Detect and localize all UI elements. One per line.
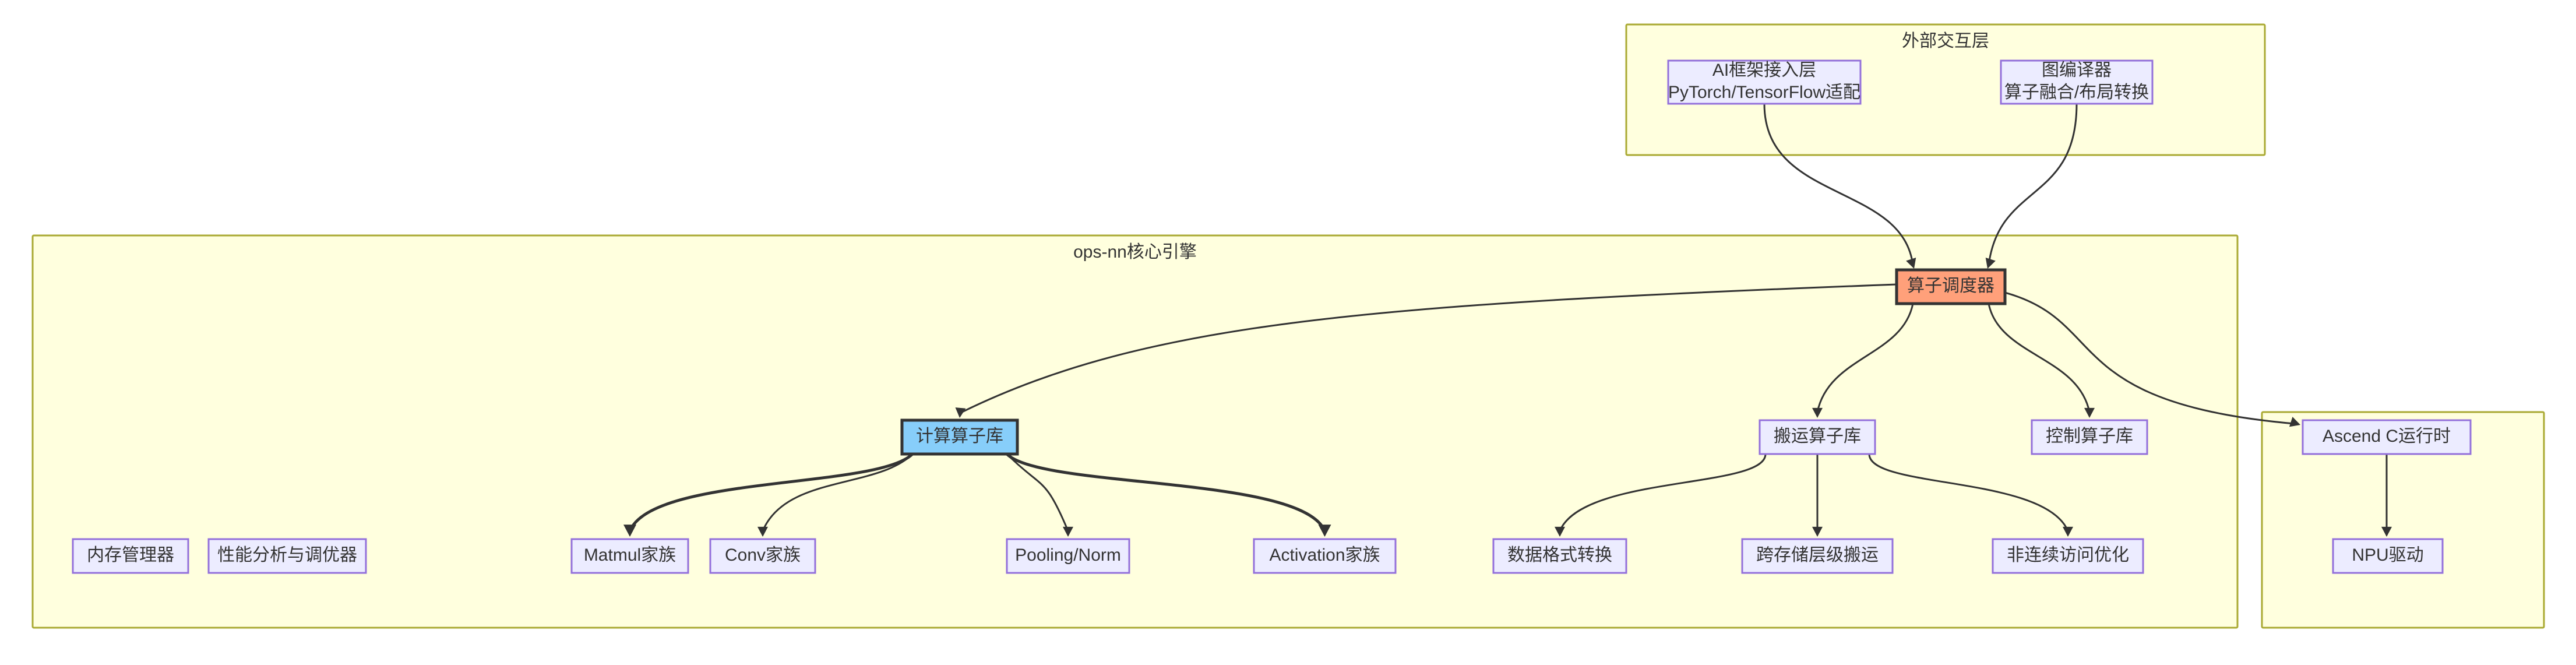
node-box-mem_mgr[interactable] (72, 538, 189, 574)
node-noncontig[interactable]: 非连续访问优化 (1992, 538, 2144, 574)
edge-path (2004, 291, 2295, 425)
node-box-ctrl_lib[interactable] (2031, 419, 2148, 455)
edge-path (1559, 453, 1767, 532)
node-move_lib[interactable]: 搬运算子库 (1759, 419, 1876, 455)
cluster-title-external: 外部交互层 (1902, 31, 1989, 51)
arrow-head (2063, 526, 2073, 537)
node-label-npu_driver: NPU驱动 (2352, 546, 2423, 565)
node-box-activation[interactable] (1253, 538, 1397, 574)
arrow-head (2084, 407, 2095, 418)
node-npu_driver[interactable]: NPU驱动 (2332, 538, 2444, 574)
edge-path (628, 453, 914, 532)
cluster-external: 外部交互层 (1625, 23, 2266, 156)
node-scheduler[interactable]: 算子调度器 (1895, 268, 2007, 305)
node-box-data_fmt[interactable] (1492, 538, 1627, 574)
arrow-head (1985, 257, 1996, 269)
node-box-ai_frame[interactable] (1667, 59, 1862, 105)
arrow-head (955, 407, 966, 418)
node-label-compute_lib: 计算算子库 (916, 427, 1003, 446)
arrow-head (1063, 526, 1073, 537)
node-label-graph_compiler: 图编译器 (2042, 61, 2112, 80)
edge-path (1987, 303, 2091, 413)
arrow-head (1812, 407, 1823, 418)
arrow-head (757, 526, 768, 537)
node-label-matmul: Matmul家族 (584, 546, 676, 565)
node-conv[interactable]: Conv家族 (709, 538, 816, 574)
node-label-activation: Activation家族 (1269, 546, 1380, 565)
node-cross_mem[interactable]: 跨存储层级搬运 (1741, 538, 1894, 574)
node-label-data_fmt: 数据格式转换 (1507, 546, 1612, 565)
edge-path (1868, 453, 2069, 532)
node-box-perf_tuner[interactable] (207, 538, 367, 574)
node-box-scheduler[interactable] (1895, 268, 2007, 305)
cluster-box-core (31, 234, 2239, 629)
node-ai_frame[interactable]: AI框架接入层 PyTorch/TensorFlow适配 (1667, 59, 1862, 105)
node-box-matmul[interactable] (570, 538, 689, 574)
node-label-conv: Conv家族 (725, 546, 801, 565)
node-label-ai_frame: PyTorch/TensorFlow适配 (1668, 83, 1860, 102)
arrow-head (1812, 526, 1823, 537)
node-box-compute_lib[interactable] (900, 418, 1019, 456)
edge-path (1006, 453, 1069, 532)
cluster-box-external (1625, 23, 2266, 156)
node-compute_lib[interactable]: 计算算子库 (900, 418, 1019, 456)
node-box-ascend_rt[interactable] (2302, 419, 2472, 455)
node-label-ascend_rt: Ascend C运行时 (2323, 427, 2451, 446)
arrow-head (1555, 526, 1565, 537)
node-data_fmt[interactable]: 数据格式转换 (1492, 538, 1627, 574)
cluster-core: ops-nn核心引擎 (31, 234, 2239, 629)
node-ctrl_lib[interactable]: 控制算子库 (2031, 419, 2148, 455)
edge-path (762, 453, 914, 532)
node-pooling[interactable]: Pooling/Norm (1006, 538, 1130, 574)
arrow-head (1318, 525, 1331, 537)
arrow-head (623, 525, 636, 537)
node-matmul[interactable]: Matmul家族 (570, 538, 689, 574)
node-mem_mgr[interactable]: 内存管理器 (72, 538, 189, 574)
arrow-head (2381, 526, 2392, 537)
node-box-cross_mem[interactable] (1741, 538, 1894, 574)
node-label-ctrl_lib: 控制算子库 (2046, 427, 2133, 446)
node-activation[interactable]: Activation家族 (1253, 538, 1397, 574)
node-box-noncontig[interactable] (1992, 538, 2144, 574)
edge-path (1987, 103, 2078, 266)
node-label-mem_mgr: 内存管理器 (87, 546, 174, 565)
node-label-ai_frame: AI框架接入层 (1712, 61, 1816, 80)
node-box-move_lib[interactable] (1759, 419, 1876, 455)
node-box-graph_compiler[interactable] (2000, 59, 2154, 105)
cluster-title-core: ops-nn核心引擎 (1073, 242, 1197, 262)
node-box-npu_driver[interactable] (2332, 538, 2444, 574)
edge-path (1006, 453, 1326, 532)
node-layer: AI框架接入层 PyTorch/TensorFlow适配 图编译器算子融合/布局转换… (72, 59, 2472, 574)
node-label-noncontig: 非连续访问优化 (2007, 546, 2129, 565)
node-box-conv[interactable] (709, 538, 816, 574)
node-label-pooling: Pooling/Norm (1015, 546, 1121, 565)
arrow-head (1906, 257, 1916, 269)
node-label-scheduler: 算子调度器 (1907, 276, 1994, 295)
node-label-graph_compiler: 算子融合/布局转换 (2004, 83, 2149, 102)
node-label-cross_mem: 跨存储层级搬运 (1756, 546, 1879, 565)
edge-path (1816, 303, 1914, 413)
node-perf_tuner[interactable]: 性能分析与调优器 (207, 538, 367, 574)
edge-layer (623, 103, 2392, 537)
node-box-pooling[interactable] (1006, 538, 1130, 574)
arrow-head (2289, 417, 2300, 427)
node-ascend_rt[interactable]: Ascend C运行时 (2302, 419, 2472, 455)
node-label-perf_tuner: 性能分析与调优器 (217, 546, 357, 565)
node-label-move_lib: 搬运算子库 (1774, 427, 1861, 446)
edge-path (1763, 103, 1914, 266)
edge-path (961, 283, 1897, 413)
